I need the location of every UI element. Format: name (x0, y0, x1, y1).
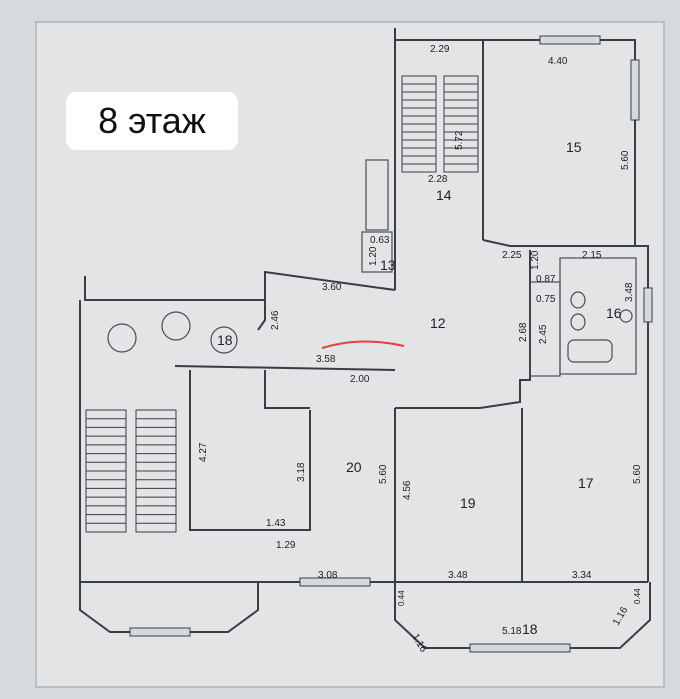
stair-left (85, 409, 177, 533)
room-18-circle (210, 326, 238, 354)
dim-label: 2.15 (582, 250, 602, 261)
room-19-label: 19 (460, 495, 476, 511)
room-13-box (361, 231, 393, 273)
dim-label: 0.44 (397, 590, 406, 606)
room-17-label: 17 (578, 475, 594, 491)
dim-label: 2.29 (430, 44, 450, 55)
window-15-side (630, 59, 640, 121)
dim-label: 0.44 (633, 588, 642, 604)
dim-label: 4.56 (402, 480, 413, 500)
dim-label: 1.20 (530, 250, 541, 270)
dim-label: 5.60 (378, 464, 389, 484)
dim-label: 3.48 (448, 570, 468, 581)
room-15-label: 15 (566, 139, 582, 155)
window-15 (539, 35, 601, 45)
dim-label: 5.60 (632, 464, 643, 484)
room-18-label-right: 18 (522, 621, 538, 637)
dim-label: 2.45 (538, 324, 549, 344)
room-12-label: 12 (430, 315, 446, 331)
wall-12-bottom (174, 365, 396, 371)
dim-label: 2.28 (428, 174, 448, 185)
dim-label: 5.72 (454, 130, 465, 150)
room-20-inner (189, 370, 311, 531)
elevator-2 (161, 311, 191, 341)
dim-label: 1.29 (276, 540, 296, 551)
dim-label: 3.18 (296, 462, 307, 482)
dim-label: 0.63 (370, 235, 390, 246)
room-16-label: 16 (606, 305, 622, 321)
dim-label: 3.08 (318, 570, 338, 581)
wall-left-top (84, 276, 265, 301)
room-13-label: 13 (380, 257, 396, 273)
dim-label: 4.27 (198, 442, 209, 462)
dim-label: 1.20 (368, 246, 379, 266)
dim-label: 4.40 (548, 56, 568, 67)
window-bay-left (129, 627, 191, 637)
window-16 (643, 287, 653, 323)
red-mark (321, 340, 405, 349)
dim-label: 3.34 (572, 570, 592, 581)
room-18-label-left: 18 (217, 332, 233, 348)
window-20 (299, 577, 371, 587)
stair-14 (401, 75, 479, 173)
dim-label: 0.87 (536, 274, 556, 285)
elevator-1 (107, 323, 137, 353)
toilet (570, 291, 586, 309)
room-14-label: 14 (436, 187, 452, 203)
window-bay-right (469, 643, 571, 653)
dim-label: 2.46 (270, 310, 281, 330)
dim-label: 5.60 (620, 150, 631, 170)
room-20-label: 20 (346, 459, 362, 475)
wall-12-top (257, 270, 396, 331)
bidet (570, 313, 586, 331)
bathtub (567, 339, 613, 363)
room-16-closet (529, 281, 561, 377)
wall-15-bottom (482, 239, 635, 247)
dim-label: 2.25 (502, 250, 522, 261)
dim-label: 2.00 (350, 374, 370, 385)
floor-title: 8 этаж (66, 92, 238, 150)
sink (619, 309, 633, 323)
dim-label: 5.18 (502, 626, 522, 637)
dim-label: 3.60 (322, 282, 342, 293)
dim-label: 3.48 (624, 282, 635, 302)
dim-label: 3.58 (316, 354, 336, 365)
dim-label: 2.68 (518, 322, 529, 342)
wall-20-notch (264, 370, 310, 409)
shaft (365, 159, 389, 231)
dim-label: 1.43 (266, 518, 286, 529)
dim-label: 0.75 (536, 294, 556, 305)
